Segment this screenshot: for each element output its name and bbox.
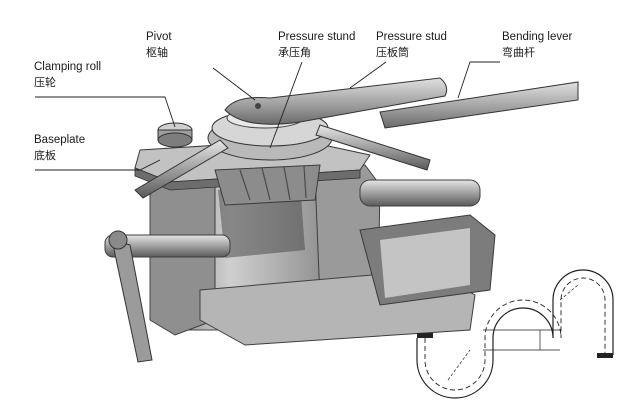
label-bending-lever-en: Bending lever [502, 31, 573, 43]
label-pivot: Pivot 枢轴 [146, 30, 172, 60]
s-bend-inner [424, 277, 606, 391]
label-baseplate-en: Baseplate [34, 134, 86, 146]
former-block [214, 164, 321, 206]
leader-pressure-stund [269, 61, 303, 149]
s-bend-inset [416, 269, 614, 399]
leader-pressure-stud [349, 61, 387, 89]
label-clamping-roll-zh: 压轮 [34, 76, 56, 89]
leader-baseplate [35, 159, 161, 171]
s-bend-dimension [483, 329, 560, 351]
clamping-roll [157, 122, 193, 148]
label-pressure-stund-zh: 承压角 [278, 46, 311, 59]
leader-clamping-roll [35, 96, 176, 128]
label-bending-lever: Bending lever 弯曲杆 [502, 30, 572, 60]
label-baseplate-zh: 底板 [34, 149, 56, 162]
label-pivot-zh: 枢轴 [146, 46, 168, 59]
label-clamping-roll: Clamping roll 压轮 [34, 60, 101, 90]
workpiece-tube [134, 124, 431, 199]
leader-bending-lever [457, 61, 500, 99]
leader-lines [35, 61, 500, 171]
label-pressure-stund: Pressure stund 承压角 [278, 30, 355, 60]
label-bending-lever-zh: 弯曲杆 [502, 46, 535, 59]
label-pressure-stud-zh: 压板筒 [376, 46, 409, 59]
s-bend-outer [416, 269, 614, 399]
leader-pivot [212, 67, 256, 101]
label-pressure-stud: Pressure stud 压板筒 [376, 30, 447, 60]
label-clamping-roll-en: Clamping roll [34, 61, 102, 73]
label-pressure-stud-en: Pressure stud [376, 31, 447, 43]
vise-body [149, 163, 496, 346]
label-pressure-stund-en: Pressure stund [278, 31, 356, 43]
bending-lever [224, 77, 579, 129]
label-pivot-en: Pivot [146, 31, 172, 43]
label-baseplate: Baseplate 底板 [34, 133, 85, 163]
vise-screw [104, 179, 481, 363]
